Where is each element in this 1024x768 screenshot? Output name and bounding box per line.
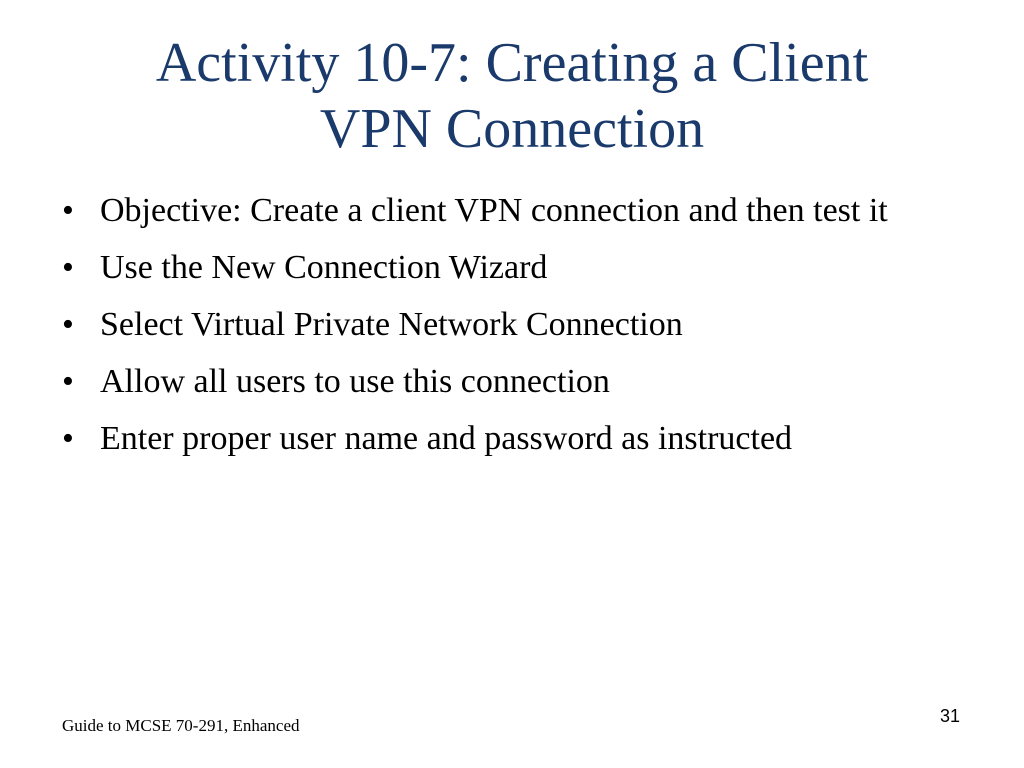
page-number: 31	[940, 706, 961, 726]
bullet-text: Enter proper user name and password as i…	[100, 420, 793, 457]
bullet-dot-icon: •	[62, 249, 74, 286]
bullet-text: Allow all users to use this connection	[100, 363, 610, 400]
bullet-list: • Objective: Create a client VPN connect…	[60, 190, 960, 475]
bullet-item: • Select Virtual Private Network Connect…	[60, 304, 960, 346]
bullet-item: • Use the New Connection Wizard	[60, 247, 960, 289]
bullet-text: Objective: Create a client VPN connectio…	[100, 192, 888, 229]
bullet-dot-icon: •	[62, 420, 74, 457]
slide-title-line-1: Activity 10-7: Creating a Client	[155, 32, 869, 94]
bullet-dot-icon: •	[62, 306, 74, 343]
bullet-item: • Objective: Create a client VPN connect…	[60, 190, 960, 232]
bullet-dot-icon: •	[62, 192, 74, 229]
bullet-item: • Enter proper user name and password as…	[60, 418, 960, 460]
bullet-text: Use the New Connection Wizard	[100, 249, 548, 286]
bullet-item: • Allow all users to use this connection	[60, 361, 960, 403]
bullet-dot-icon: •	[62, 363, 74, 400]
bullet-text: Select Virtual Private Network Connectio…	[100, 306, 683, 343]
slide-title-line-2: VPN Connection	[319, 98, 705, 160]
footer-text: Guide to MCSE 70-291, Enhanced	[62, 716, 300, 735]
slide-title: Activity 10-7: Creating a Client VPN Con…	[40, 30, 984, 162]
